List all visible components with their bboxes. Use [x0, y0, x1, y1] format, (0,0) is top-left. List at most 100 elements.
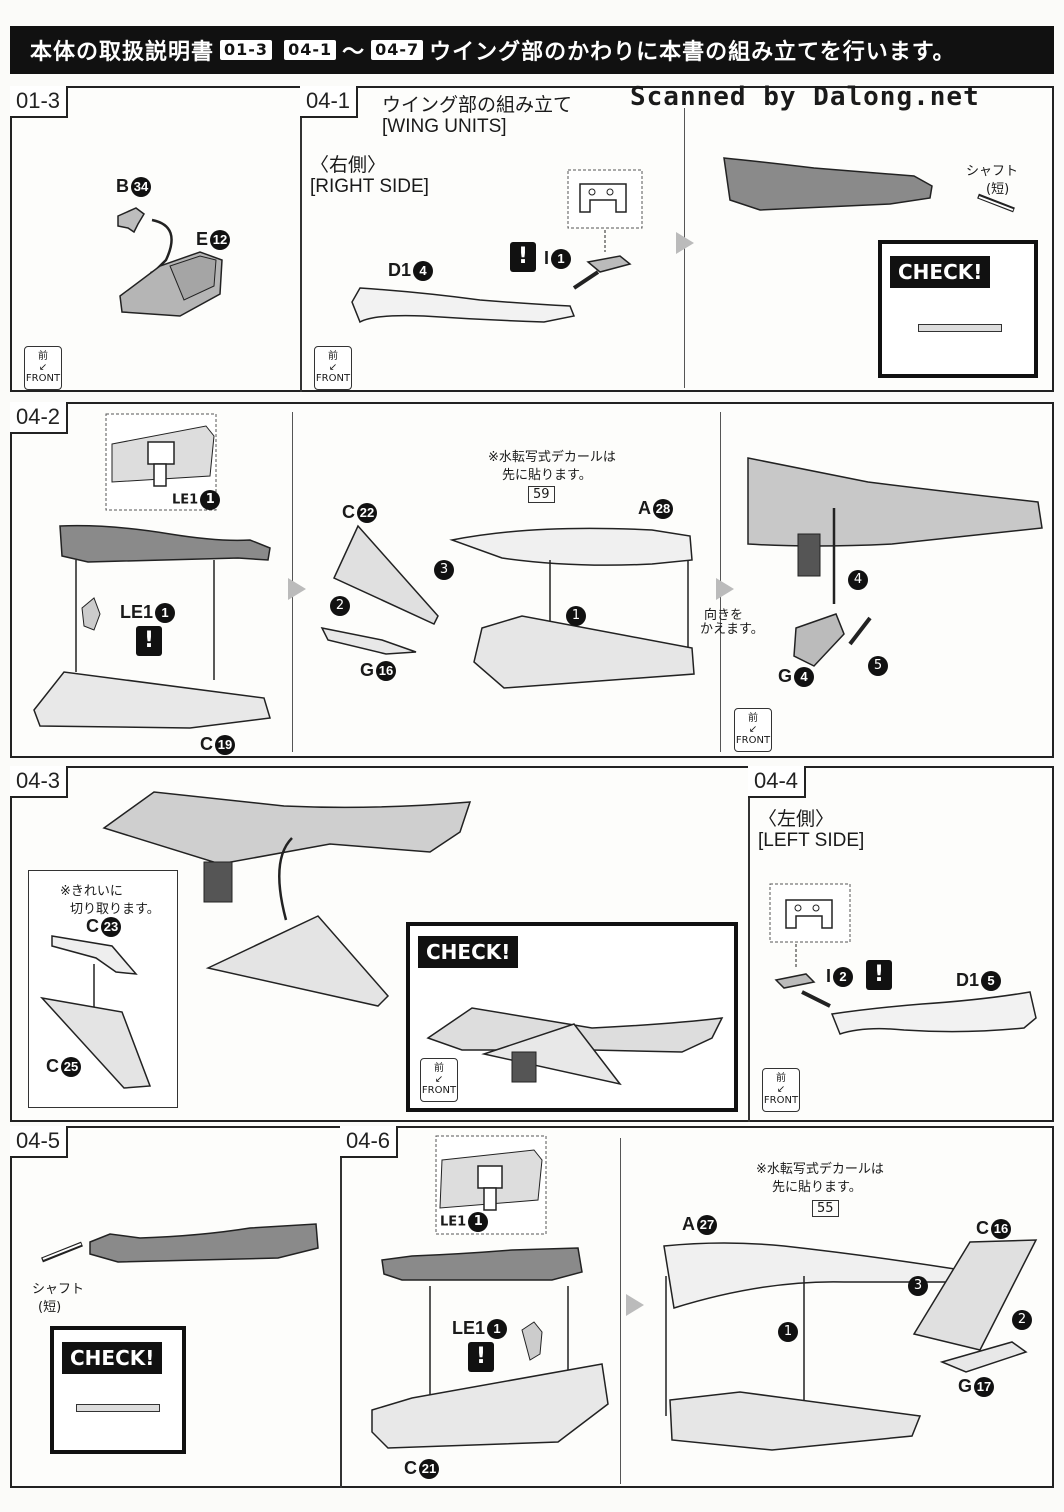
check-label-04-5: CHECK! — [62, 1342, 163, 1374]
front-indicator-04-2: 前↙FRONT — [734, 708, 772, 752]
row-1-divider-a — [300, 86, 302, 392]
front-indicator-04-4: 前↙FRONT — [762, 1068, 800, 1112]
decal-note-04-6-line2: 先に貼ります。 — [772, 1180, 862, 1195]
step-arrow-1-04-2: 1 — [566, 606, 586, 626]
step-label-04-4: 04-4 — [748, 766, 807, 798]
front-indicator-04-1: 前↙FRONT — [314, 346, 352, 390]
step-arrow-1-04-6: 1 — [778, 1322, 798, 1342]
cut-note-04-3-line2: 切り取ります。 — [70, 902, 160, 917]
check-box-04-3: CHECK! 前↙FRONT — [406, 922, 738, 1112]
step-arrow-3-04-2: 3 — [434, 560, 454, 580]
wing-illustration-04-5 — [89, 1223, 319, 1263]
check-box-04-1: CHECK! — [878, 240, 1038, 378]
header-bar: 本体の取扱説明書 01-3 04-1 ～ 04-7 ウイング部のかわりに本書の組… — [10, 26, 1054, 74]
step-label-04-2: 04-2 — [10, 402, 69, 434]
row-4-divider-a — [340, 1126, 342, 1488]
wing-underside-illustration-04-2 — [747, 457, 1043, 667]
step-arrow-5-04-2: 5 — [868, 656, 888, 676]
flow-arrow-04-2a — [288, 578, 306, 600]
left-side-jp: 〈左側〉 — [758, 809, 835, 830]
part-c19-illustration — [33, 671, 271, 729]
part-i2-detail-illustration — [769, 883, 851, 1008]
front-indicator-01-3: 前↙FRONT — [24, 346, 62, 390]
part-b-e-illustration — [117, 207, 223, 317]
check-label-04-1: CHECK! — [890, 256, 991, 288]
decal-number-04-2: 59 — [528, 486, 555, 503]
check-shaft-illustration-04-5 — [76, 1404, 160, 1412]
header-ref-04-7: 04-7 — [371, 40, 424, 60]
header-ref-04-1: 04-1 — [284, 40, 337, 60]
front-indicator-04-3: 前↙FRONT — [420, 1058, 458, 1102]
right-side-jp: 〈右側〉 — [310, 155, 387, 176]
step-label-04-6: 04-6 — [340, 1126, 399, 1158]
caution-icon-04-4: ! — [866, 960, 892, 990]
step-arrow-4-04-2: 4 — [848, 570, 868, 590]
right-side-en: [RIGHT SIDE] — [310, 176, 429, 197]
check-label-04-3: CHECK! — [418, 936, 519, 968]
step-arrow-2-04-6: 2 — [1012, 1310, 1032, 1330]
cut-detail-box-04-3 — [28, 870, 178, 1108]
assembly-illustration-04-6 — [371, 1286, 609, 1449]
step-label-04-1: 04-1 — [300, 86, 359, 118]
turn-note-04-2-line2: かえます。 — [700, 622, 764, 637]
wing-units-title-en: [WING UNITS] — [382, 116, 507, 137]
shaft-label-04-5: シャフト — [32, 1282, 85, 1297]
wing-assembly-illustration-04-6 — [663, 1239, 1038, 1451]
part-d1-4-illustration — [351, 287, 576, 324]
step-arrow-3-04-6: 3 — [908, 1276, 928, 1296]
header-ref-01-3: 01-3 — [220, 40, 273, 60]
flow-arrow-04-6 — [626, 1294, 644, 1316]
caution-icon-04-1: ! — [510, 242, 536, 272]
wing-assembly-illustration-04-1 — [723, 157, 933, 211]
caution-icon-04-6: ! — [468, 1342, 494, 1372]
left-side-en: [LEFT SIDE] — [758, 830, 865, 851]
assembly-arrows-04-2 — [75, 560, 215, 680]
check-shaft-illustration-04-1 — [918, 324, 1002, 332]
decal-number-04-6: 55 — [812, 1200, 839, 1217]
row-4-divider-b — [620, 1138, 621, 1484]
part-i-detail-illustration — [567, 169, 643, 290]
le1-detail-illustration-04-6 — [435, 1135, 547, 1235]
shaft-label-04-1: シャフト — [966, 164, 1019, 179]
decal-note-04-6-line1: ※水転写式デカールは — [756, 1162, 884, 1177]
wing-top-illustration-04-6 — [381, 1247, 583, 1281]
decal-note-04-2-line1: ※水転写式デカールは — [488, 450, 616, 465]
le1-detail-illustration-04-2 — [105, 413, 217, 511]
header-suffix: ウイング部のかわりに本書の組み立てを行います。 — [429, 40, 956, 65]
turn-note-04-2-line1: 向きを — [704, 608, 744, 623]
header-prefix: 本体の取扱説明書 — [30, 40, 215, 65]
wing-assembly-illustration-04-2 — [320, 524, 695, 689]
step-label-04-3: 04-3 — [10, 766, 69, 798]
wing-top-illustration-04-2 — [59, 524, 271, 563]
flow-arrow-04-1 — [676, 232, 694, 254]
part-c23-c25-illustration — [39, 935, 152, 1089]
shaft-illustration-04-5 — [41, 1241, 83, 1263]
caution-icon-04-2: ! — [136, 626, 162, 656]
step-label-04-5: 04-5 — [10, 1126, 69, 1158]
shaft-sub-04-1: (短) — [986, 182, 1010, 197]
wing-assembly-illustration-04-3 — [102, 791, 472, 1007]
check-box-04-5: CHECK! — [50, 1326, 186, 1454]
check-wing-illustration-04-3 — [426, 1007, 724, 1086]
watermark: Scanned by Dalong.net — [630, 82, 980, 112]
